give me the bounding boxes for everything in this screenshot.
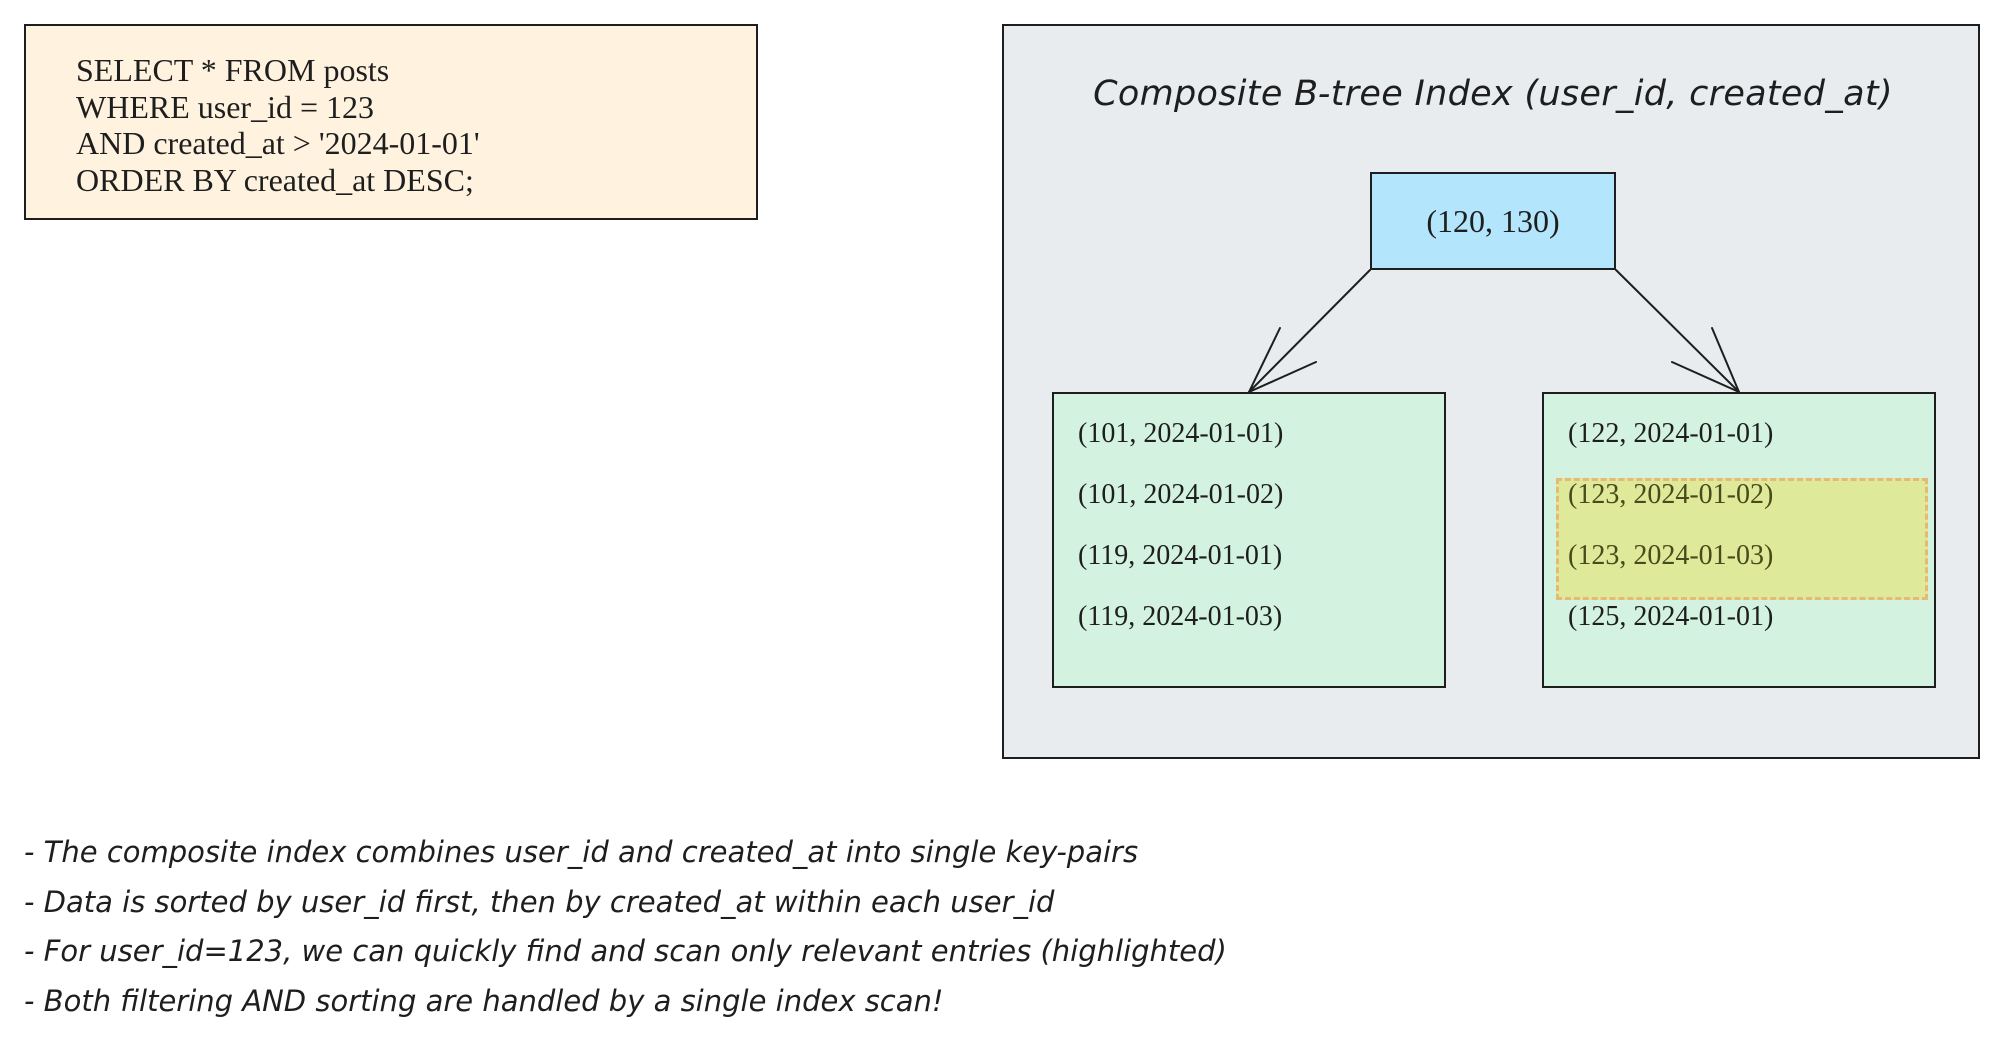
- leaf-entry-highlighted: (123, 2024-01-03): [1568, 540, 1774, 571]
- sql-line: WHERE user_id = 123: [76, 88, 374, 125]
- leaf-node-right: (122, 2024-01-01) (123, 2024-01-02) (123…: [1542, 392, 1936, 688]
- leaf-entry: (125, 2024-01-01): [1568, 601, 1774, 632]
- note-line: - For user_id=123, we can quickly find a…: [24, 934, 1227, 968]
- leaf-node-left: (101, 2024-01-01) (101, 2024-01-02) (119…: [1052, 392, 1446, 688]
- leaf-entry: (119, 2024-01-03): [1078, 601, 1283, 632]
- sql-line: ORDER BY created_at DESC;: [76, 161, 474, 198]
- explanation-notes: - The composite index combines user_id a…: [24, 828, 1227, 1026]
- index-title: Composite B-tree Index (user_id, created…: [1093, 74, 1893, 114]
- tree-arrows: [1248, 269, 1740, 393]
- leaf-entry: (101, 2024-01-02): [1078, 479, 1284, 510]
- note-line: - Both filtering AND sorting are handled…: [24, 983, 944, 1018]
- sql-line: AND created_at > '2024-01-01': [76, 125, 480, 161]
- index-diagram-panel: Composite B-tree Index (user_id, created…: [1002, 24, 1980, 759]
- root-node-label: (120, 130): [1426, 202, 1560, 239]
- sql-query-box: SELECT * FROM posts WHERE user_id = 123 …: [24, 24, 758, 220]
- leaf-entry: (101, 2024-01-01): [1078, 418, 1284, 449]
- arrow-head-right-a: [1711, 327, 1740, 393]
- arrow-to-left-leaf: [1248, 269, 1371, 393]
- leaf-entry: (119, 2024-01-01): [1078, 540, 1283, 571]
- arrow-head-left-a: [1248, 327, 1281, 393]
- leaf-entry: (122, 2024-01-01): [1568, 418, 1774, 449]
- highlight-region: [1556, 478, 1928, 600]
- arrow-to-right-leaf: [1615, 269, 1740, 393]
- arrow-head-right-b: [1671, 361, 1740, 393]
- sql-line: SELECT * FROM posts: [76, 52, 390, 88]
- note-line: - The composite index combines user_id a…: [24, 835, 1139, 869]
- arrow-head-left-b: [1248, 361, 1317, 393]
- leaf-entry-highlighted: (123, 2024-01-02): [1568, 479, 1774, 510]
- note-line: - Data is sorted by user_id first, then …: [24, 884, 1055, 919]
- root-node: (120, 130): [1370, 172, 1616, 270]
